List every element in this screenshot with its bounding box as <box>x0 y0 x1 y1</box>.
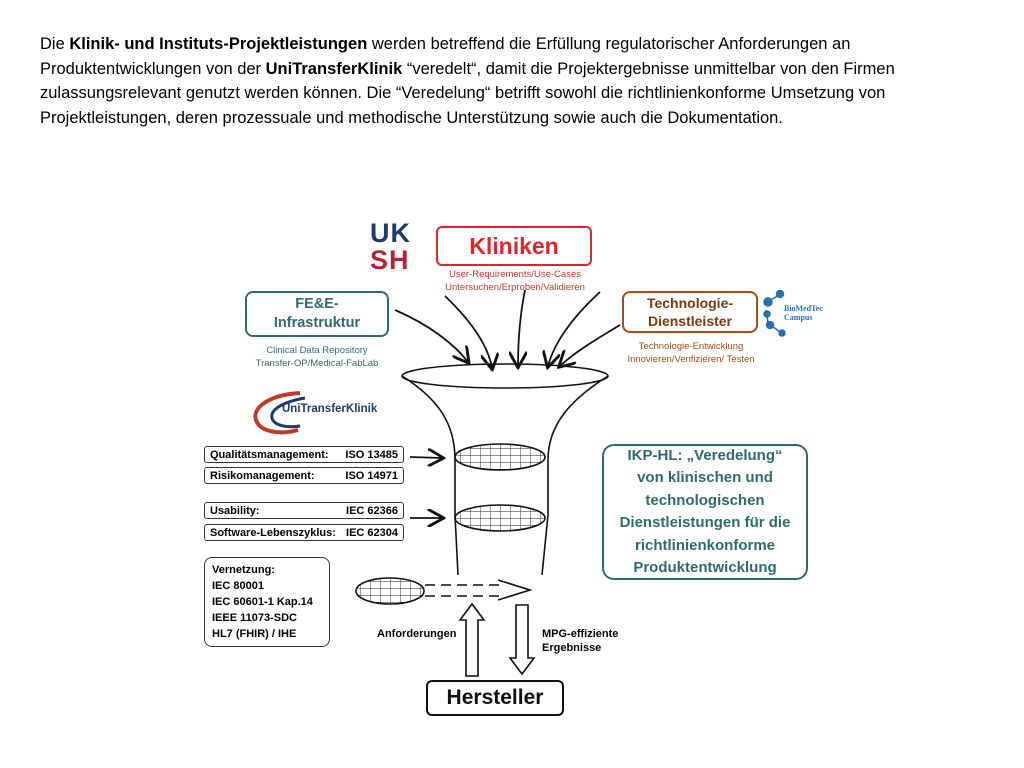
kliniken-title: Kliniken <box>469 232 559 259</box>
tech-subtext: Technologie-Entwicklung Innovieren/Verif… <box>612 340 770 366</box>
standard-name: Qualitätsmanagement: <box>210 448 329 461</box>
intro-paragraph: Die Klinik- und Instituts-Projektleistun… <box>40 32 990 130</box>
uksh-logo-top: UK <box>370 218 411 248</box>
hersteller-box: Hersteller <box>426 680 564 716</box>
inflow-arrows <box>394 289 621 368</box>
kliniken-subtext: User-Requirements/Use-Cases Untersuchen/… <box>420 268 610 294</box>
biomedtec-logo: BioMedTec Campus <box>784 304 823 322</box>
vernetzung-item: IEC 80001 <box>212 580 264 592</box>
uksh-logo: UK SH <box>370 220 416 274</box>
standard-code: ISO 13485 <box>345 448 398 461</box>
fee-sub-1: Clinical Data Repository <box>266 345 368 356</box>
vernetzung-box: Vernetzung: IEC 80001 IEC 60601-1 Kap.14… <box>204 557 330 647</box>
standard-name: Software-Lebenszyklus: <box>210 526 336 539</box>
uksh-logo-bottom: SH <box>370 245 410 275</box>
intro-text-1: Die <box>40 35 70 53</box>
filter-net-1 <box>454 443 546 471</box>
biomedtec-molecule-icon <box>763 289 786 337</box>
standard-qm-box: Qualitätsmanagement: ISO 13485 <box>204 446 404 463</box>
standard-usability-box: Usability: IEC 62366 <box>204 502 404 519</box>
ikp-line-2: von klinischen und <box>637 469 773 486</box>
intro-bold-1: Klinik- und Instituts-Projektleistungen <box>69 35 368 53</box>
standard-code: ISO 14971 <box>345 469 398 482</box>
intro-text-2: werden betreffend die Erfüllung regulato… <box>40 35 851 78</box>
ikp-line-1: IKP-HL: „Veredelung“ <box>627 446 783 464</box>
filter-net-3 <box>355 577 425 605</box>
ikp-line-4: Dienstleistungen für die <box>619 514 791 531</box>
mpg-label-1: MPG-effiziente <box>542 628 619 640</box>
mpg-ergebnisse-label: MPG-effiziente Ergebnisse <box>542 627 618 655</box>
tech-sub-1: Technologie-Entwicklung <box>638 341 744 352</box>
vernetzung-item: HL7 (FHIR) / IHE <box>212 628 297 640</box>
standards-arrows <box>409 457 442 518</box>
vernetzung-item: IEC 60601-1 Kap.14 <box>212 596 313 608</box>
kliniken-sub-2: Untersuchen/Erproben/Validieren <box>445 282 585 293</box>
kliniken-box: Kliniken <box>436 226 592 266</box>
fee-subtext: Clinical Data Repository Transfer-OP/Med… <box>232 344 402 370</box>
vernetzung-title: Vernetzung: <box>212 564 275 576</box>
fee-line-2: Infrastruktur <box>273 315 361 331</box>
anforderungen-label: Anforderungen <box>377 628 457 640</box>
fee-infrastruktur-box: FE&E- Infrastruktur <box>245 291 389 337</box>
standard-rm-box: Risikomanagement: ISO 14971 <box>204 467 404 484</box>
filter-net-2 <box>454 504 546 532</box>
ikp-veredelung-box: IKP-HL: „Veredelung“ von klinischen und … <box>602 444 808 580</box>
vernetzung-item: IEEE 11073-SDC <box>212 612 297 624</box>
ikp-line-5: richtlinienkonforme <box>634 536 776 554</box>
mpg-label-2: Ergebnisse <box>542 642 602 654</box>
unitransfer-swoosh-icon <box>253 391 306 435</box>
fee-sub-2: Transfer-OP/Medical-FabLab <box>255 358 379 369</box>
intro-bold-2: UniTransferKlinik <box>265 59 403 78</box>
biomedtec-text-1: BioMedTec <box>784 304 823 313</box>
standard-name: Usability: <box>210 504 260 517</box>
hersteller-title: Hersteller <box>446 686 544 709</box>
standard-code: IEC 62304 <box>346 526 398 539</box>
kliniken-sub-1: User-Requirements/Use-Cases <box>449 269 581 280</box>
technologie-dienstleister-box: Technologie- Dienstleister <box>622 291 758 333</box>
standard-name: Risikomanagement: <box>210 469 315 482</box>
tech-sub-2: Innovieren/Verifizieren/ Testen <box>627 354 755 365</box>
tech-line-1: Technologie- <box>646 295 734 311</box>
dashed-output-arrow <box>425 579 533 601</box>
ikp-line-6: Produktentwicklung <box>633 559 777 576</box>
exchange-arrows <box>458 602 536 677</box>
standard-code: IEC 62366 <box>346 504 398 517</box>
unitransfer-logo-text: UniTransferKlinik <box>282 403 378 415</box>
tech-line-2: Dienstleister <box>647 313 733 329</box>
fee-line-1: FE&E- <box>295 296 339 312</box>
intro-text-3: “veredelt“, damit die Projektergebnisse … <box>40 59 895 127</box>
unitransfer-logo: UniTransferKlinik <box>254 390 386 434</box>
ikp-line-3: technologischen <box>645 491 765 509</box>
funnel-icon <box>401 363 609 576</box>
biomedtec-text-2: Campus <box>784 313 813 322</box>
standard-software-box: Software-Lebenszyklus: IEC 62304 <box>204 524 404 541</box>
